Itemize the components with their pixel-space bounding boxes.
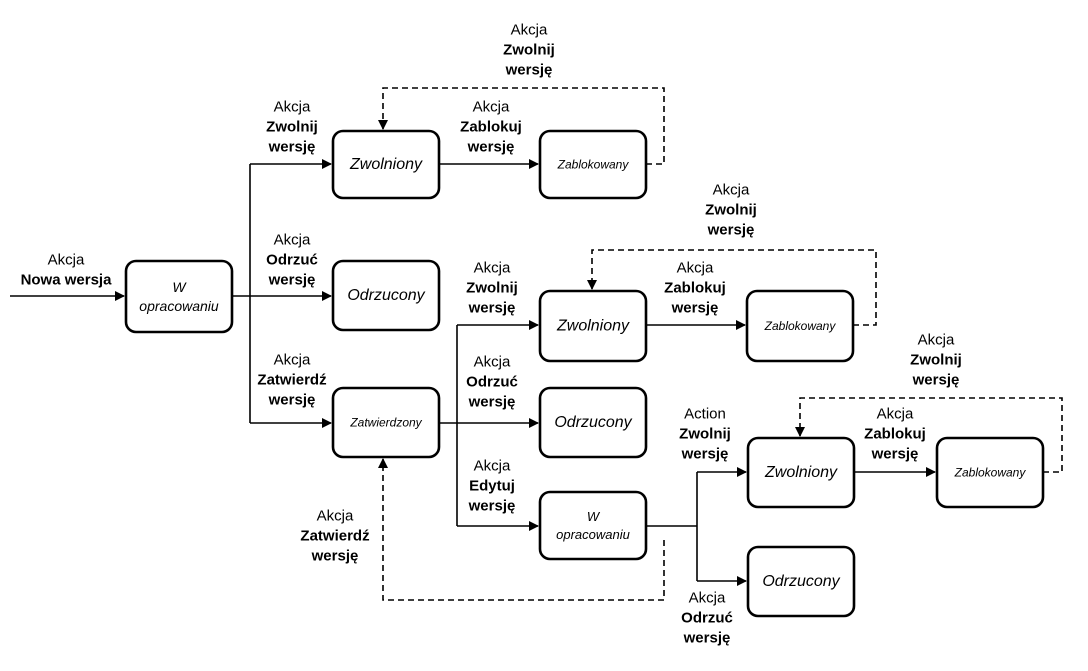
state-node-label: W: [172, 279, 187, 295]
edge-label-prefix: Action: [684, 406, 726, 423]
edge-label-action: wersję: [671, 300, 719, 317]
edge-label-prefix: Akcja: [474, 260, 511, 277]
state-node-label: Zablokowany: [764, 319, 837, 333]
edge-label-action: wersję: [912, 372, 960, 389]
edge-label-prefix: Akcja: [473, 99, 510, 116]
state-node-label: W: [587, 509, 601, 524]
state-node-zablokowany-1: Zablokowany: [538, 129, 648, 200]
state-node-odrzucony-2: Odrzucony: [538, 386, 648, 459]
edge-label-action: wersję: [683, 630, 731, 647]
edge-loop-zwolnij-1: [378, 87, 665, 165]
edges: [10, 87, 1063, 601]
state-node-label: Zwolniony: [349, 156, 423, 173]
edge-label-action: Zatwierdź: [257, 372, 326, 389]
edge-back-zatwierdz: [378, 458, 665, 601]
state-node-label: Zablokowany: [954, 466, 1027, 480]
edge-loop-zwolnij-3: [795, 397, 1063, 473]
edge-loop-zwolnij-2: [587, 249, 877, 326]
edge-label-action: Edytuj: [469, 478, 515, 495]
edge-label-action: wersję: [311, 548, 359, 565]
edge-label-action: Zablokuj: [460, 119, 522, 136]
state-node-odrzucony-1: Odrzucony: [331, 259, 441, 332]
edge-label-prefix: Akcja: [317, 508, 354, 525]
state-node-zwolniony-2: Zwolniony: [538, 289, 648, 363]
edge-label-action: Zwolnij: [266, 119, 318, 136]
edge-label-action: Zwolnij: [705, 202, 757, 219]
edge-label-action: wersję: [268, 272, 316, 289]
state-node-label: opracowaniu: [139, 298, 219, 314]
edge-label-prefix: Akcja: [918, 332, 955, 349]
edge-label-action: wersję: [707, 222, 755, 239]
edge-label-prefix: Akcja: [474, 354, 511, 371]
state-node-zwolniony-1: Zwolniony: [331, 129, 441, 200]
state-node-zwolniony-3: Zwolniony: [746, 436, 856, 509]
edge-label-action: Odrzuć: [266, 252, 318, 269]
edge-label-action: Odrzuć: [681, 610, 733, 627]
state-node-label: Zwolniony: [764, 464, 838, 481]
edge-label-action: Zwolnij: [466, 280, 518, 297]
state-node-label: Odrzucony: [762, 573, 840, 590]
edge-label-prefix: Akcja: [274, 232, 311, 249]
edge-label-action: Nowa wersja: [21, 272, 113, 289]
edge-label-action: Zwolnij: [503, 42, 555, 59]
edge-label-action: wersję: [871, 446, 919, 463]
state-node-label: Zwolniony: [556, 318, 630, 335]
edge-label-action: Odrzuć: [466, 374, 518, 391]
state-node-zablokowany-3: Zablokowany: [935, 436, 1045, 509]
state-node-odrzucony-3: Odrzucony: [746, 545, 856, 618]
edge-label-action: wersję: [681, 446, 729, 463]
edge-label-prefix: Akcja: [274, 352, 311, 369]
edge-label-action: Zablokuj: [864, 426, 926, 443]
edge-label-action: Zwolnij: [910, 352, 962, 369]
edge-label-action: wersję: [467, 139, 515, 156]
edge-label-prefix: Akcja: [474, 458, 511, 475]
state-node-label: Odrzucony: [554, 414, 632, 431]
state-node-label: Zablokowany: [557, 158, 630, 172]
edge-label-action: Zwolnij: [679, 426, 731, 443]
edge-label-prefix: Akcja: [713, 182, 750, 199]
edge-label-prefix: Akcja: [48, 252, 85, 269]
edge-label-action: Zatwierdź: [300, 528, 369, 545]
state-node-label: opracowaniu: [556, 527, 630, 542]
edge-label-action: wersję: [468, 300, 516, 317]
edge-label-action: Zablokuj: [664, 280, 726, 297]
edge-label-prefix: Akcja: [877, 406, 914, 423]
edge-label-action: wersję: [468, 498, 516, 515]
edge-label-prefix: Akcja: [274, 99, 311, 116]
edge-label-prefix: Akcja: [689, 590, 726, 607]
edge-label-prefix: Akcja: [511, 22, 548, 39]
state-node-zatwierdzony: Zatwierdzony: [331, 386, 441, 459]
state-node-label: Zatwierdzony: [349, 416, 422, 430]
edge-label-action: wersję: [268, 392, 316, 409]
edge-label-action: wersję: [268, 139, 316, 156]
state-node-zablokowany-2: Zablokowany: [745, 289, 855, 363]
edge-label-action: wersję: [505, 62, 553, 79]
edge-label-prefix: Akcja: [677, 260, 714, 277]
edge-label-action: wersję: [468, 394, 516, 411]
state-node-label: Odrzucony: [347, 287, 425, 304]
